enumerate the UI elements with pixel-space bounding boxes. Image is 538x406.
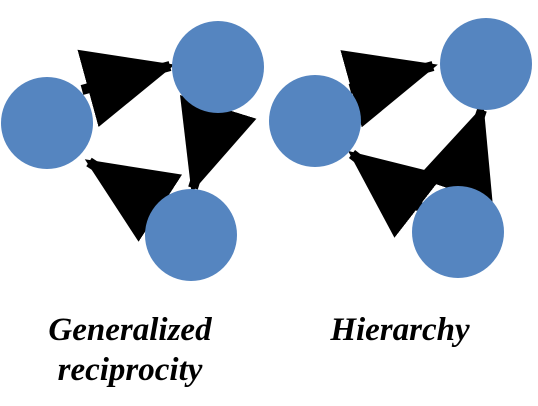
caption-hierarchy: Hierarchy [300, 310, 500, 350]
generalized-reciprocity-motif [1, 21, 264, 281]
edge-bottom-to-left [84, 157, 183, 242]
edge-bottom-to-top [416, 105, 493, 204]
caption-line-1: Generalized [48, 312, 212, 348]
node-bottom [145, 189, 237, 281]
node-left [269, 75, 361, 167]
caption-line-1: Hierarchy [330, 312, 470, 348]
caption-generalized-reciprocity: Generalized reciprocity [20, 310, 240, 390]
node-bottom [412, 186, 504, 278]
node-top [172, 21, 264, 113]
edge-left-to-top [77, 49, 175, 127]
edge-left-to-top [340, 50, 438, 128]
node-top [440, 18, 532, 110]
edge-top-to-bottom [180, 94, 257, 193]
hierarchy-motif [269, 18, 532, 278]
caption-line-2: reciprocity [57, 352, 203, 388]
node-left [1, 77, 93, 169]
edge-bottom-to-left [348, 150, 444, 238]
